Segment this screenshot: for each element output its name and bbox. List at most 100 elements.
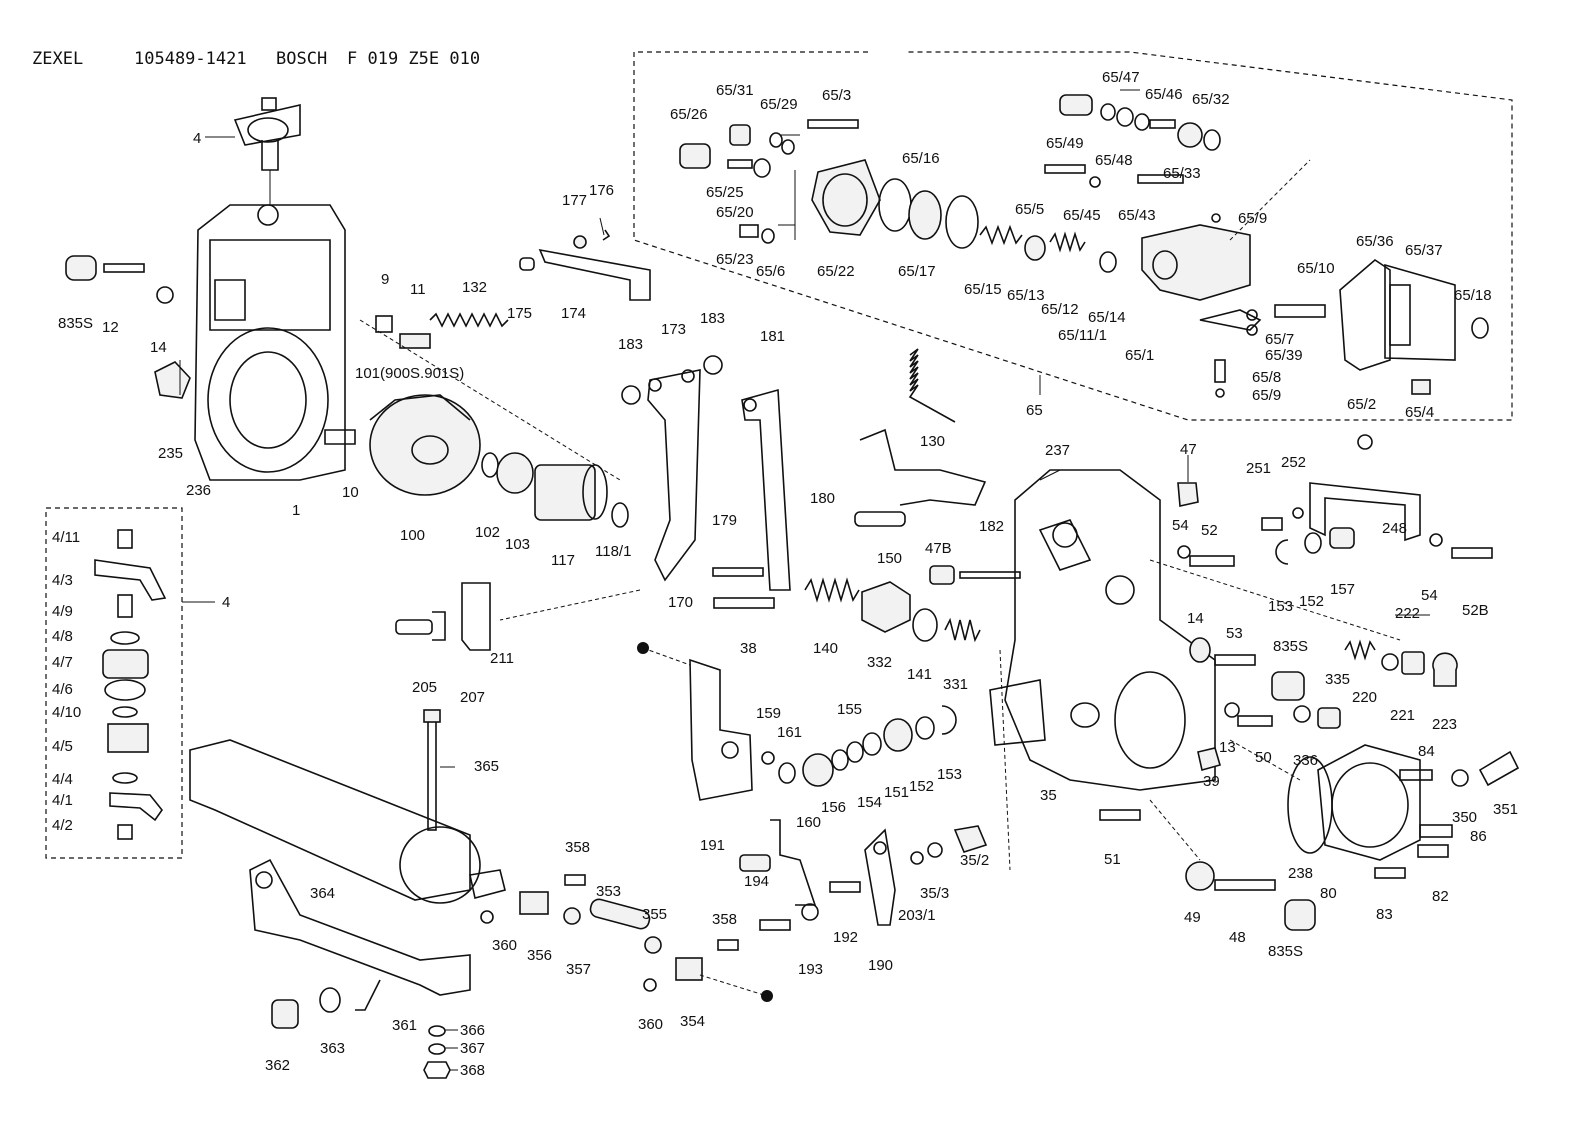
screw-11	[399, 333, 431, 349]
nut-357	[563, 907, 581, 925]
part-label-l183-b: 183	[700, 310, 725, 327]
part-label-i4-8: 4/8	[52, 628, 73, 645]
part-label-g65-26: 65/26	[670, 106, 708, 123]
part-label-l193: 193	[798, 961, 823, 978]
part-label-l350: 350	[1452, 809, 1477, 826]
part-label-l11: 11	[410, 281, 426, 298]
bolt-10	[324, 429, 356, 445]
part-label-l47: 47	[1180, 441, 1197, 458]
spring-331	[944, 617, 981, 643]
part-label-l357: 357	[566, 961, 591, 978]
part-label-l35: 35	[1040, 787, 1057, 804]
screw-86	[1419, 824, 1453, 838]
sleeve-160	[802, 753, 834, 787]
part-label-g65-49: 65/49	[1046, 135, 1084, 152]
part-label-l155: 155	[837, 701, 862, 718]
part-label-g65-37: 65/37	[1405, 242, 1443, 259]
zexel-label: ZEXEL	[32, 49, 83, 69]
inset-4-parts	[94, 529, 167, 840]
plug-47b	[929, 565, 955, 585]
part-label-i4-5: 4/5	[52, 738, 73, 755]
part-label-l35-3: 35/3	[920, 885, 949, 902]
part-label-l48: 48	[1229, 929, 1246, 946]
clip-153-b	[941, 705, 957, 735]
part-label-g65-29: 65/29	[760, 96, 798, 113]
washer-221-a	[1381, 653, 1399, 671]
part-label-l356: 356	[527, 947, 552, 964]
nut-14	[1189, 637, 1211, 663]
nut-13	[1224, 702, 1240, 718]
washer-154	[862, 732, 882, 756]
clip-360-a	[480, 910, 494, 924]
part-label-l160: 160	[796, 814, 821, 831]
screw-84	[1399, 769, 1433, 781]
washer-366	[428, 1025, 446, 1037]
part-label-i4-10: 4/10	[52, 704, 81, 721]
pin-179	[712, 567, 764, 577]
part-label-i4-9: 4/9	[52, 603, 73, 620]
part-label-l153-a: 153	[1268, 598, 1293, 615]
inset-4-boundary	[45, 507, 183, 859]
part-label-l53: 53	[1226, 625, 1243, 642]
part-label-g65-22: 65/22	[817, 263, 855, 280]
part-label-l150: 150	[877, 550, 902, 567]
washer-54	[1429, 533, 1443, 547]
bolt-192	[829, 881, 861, 893]
oring-238	[1287, 756, 1333, 854]
part-label-l83: 83	[1376, 906, 1393, 923]
part-label-l47b: 47B	[925, 540, 952, 557]
washer-160a	[778, 762, 796, 784]
part-label-l156: 156	[821, 799, 846, 816]
part-label-l363: 363	[320, 1040, 345, 1057]
washer-54-left	[1177, 545, 1191, 559]
part-label-l205: 205	[412, 679, 437, 696]
part-label-g65-11-1: 65/11/1	[1058, 327, 1107, 344]
part-label-l191: 191	[700, 837, 725, 854]
part-label-g65-20: 65/20	[716, 204, 754, 221]
part-label-l49: 49	[1184, 909, 1201, 926]
part-label-l360-b: 360	[638, 1016, 663, 1033]
lever-181	[741, 388, 791, 591]
part-label-l52: 52	[1201, 522, 1218, 539]
bolt-251	[1261, 517, 1283, 531]
bolt-51	[1099, 809, 1141, 821]
part-label-l9: 9	[381, 271, 389, 288]
lever-170	[647, 369, 701, 582]
part-label-g65-47: 65/47	[1102, 69, 1140, 86]
part-label-g65-39: 65/39	[1265, 347, 1303, 364]
spring-220	[1344, 639, 1376, 661]
part-label-l132: 132	[462, 279, 487, 296]
part-label-l159: 159	[756, 705, 781, 722]
bolt-365	[427, 719, 437, 831]
part-label-l38: 38	[740, 640, 757, 657]
zexel-part-number: 105489-1421	[134, 49, 247, 69]
part-label-g65-16: 65/16	[902, 150, 940, 167]
part-194	[739, 854, 771, 872]
sleeve-117	[534, 464, 608, 521]
part-label-l80: 80	[1320, 885, 1337, 902]
part-label-l153-b: 153	[937, 766, 962, 783]
nut-183-b	[703, 355, 723, 375]
part-label-l252: 252	[1281, 454, 1306, 471]
part-label-l835s-c: 835S	[1268, 943, 1303, 960]
part-label-l220: 220	[1352, 689, 1377, 706]
part-label-g65-33: 65/33	[1163, 165, 1201, 182]
leader-lines	[179, 89, 1430, 1071]
part-label-g65-5: 65/5	[1015, 201, 1044, 218]
lever-150	[854, 428, 987, 527]
plug-157	[1329, 527, 1355, 549]
bracket-248	[1309, 482, 1421, 542]
joint-354	[675, 957, 703, 981]
nut-141	[912, 608, 938, 642]
bolt-52b	[1451, 547, 1493, 559]
group-65-parts	[679, 94, 1489, 398]
part-label-g65-25: 65/25	[706, 184, 744, 201]
joint-356	[519, 891, 549, 915]
washer-203-1	[910, 851, 924, 865]
part-label-l203-1: 203/1	[898, 907, 936, 924]
part-label-i4-7: 4/7	[52, 654, 73, 671]
part-label-g65-2: 65/2	[1347, 396, 1376, 413]
part-label-l368: 368	[460, 1062, 485, 1079]
part-label-l221: 221	[1390, 707, 1415, 724]
